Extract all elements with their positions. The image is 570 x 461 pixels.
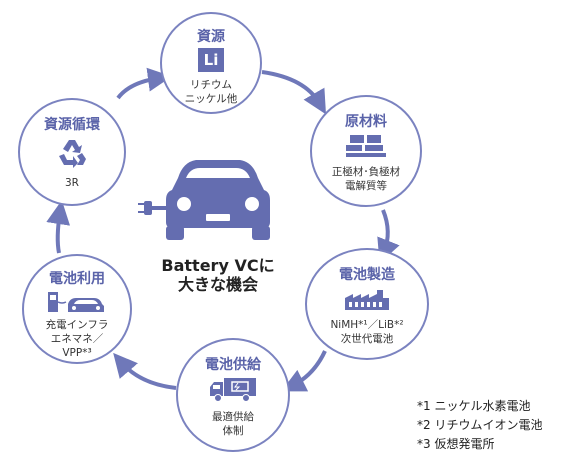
arrow-materials-to-manufacturing [377, 209, 400, 264]
plug-icon [138, 201, 166, 215]
node-desc-line2: 体制 [222, 425, 244, 437]
node-resource: 資源 Li リチウム ニッケル他 [160, 12, 262, 114]
node-desc-line1: 充電インフラ [45, 319, 109, 331]
node-title: 電池製造 [339, 267, 395, 283]
truck-icon [210, 378, 256, 402]
node-desc-line1: NiMH*¹／LiB*² [330, 319, 404, 331]
center-caption: Battery VCに 大きな機会 [148, 256, 288, 294]
arrow-resource-to-materials [261, 70, 327, 115]
node-title: 電池供給 [205, 357, 261, 373]
node-desc-line3: VPP*³ [62, 347, 92, 359]
node-desc-line1: 正極材･負極材 [331, 166, 401, 178]
node-desc-line2: ニッケル他 [184, 93, 238, 105]
footnote-1: *1 ニッケル水素電池 [417, 399, 531, 413]
node-title: 資源循環 [44, 117, 100, 133]
footnote-2: *2 リチウムイオン電池 [417, 418, 543, 432]
node-title: 電池利用 [49, 271, 105, 287]
node-desc-line1: 3R [65, 177, 79, 189]
charging-car-icon [48, 292, 104, 312]
node-recycling: 資源循環 3R [18, 98, 126, 206]
node-manufacturing: 電池製造 NiMH*¹／LiB*² 次世代電池 [305, 248, 429, 360]
node-desc-line1: 最適供給 [212, 411, 254, 423]
arrow-supply-to-usage [113, 352, 177, 390]
arrow-recycling-to-resource [116, 67, 172, 100]
recycle-icon [59, 140, 86, 168]
factory-icon [345, 290, 389, 310]
node-desc-line2: 電解質等 [345, 180, 387, 192]
node-title: 資源 [197, 29, 225, 45]
center-line2: 大きな機会 [177, 275, 258, 294]
pallet-icon [346, 135, 386, 157]
center-line1: Battery VCに [161, 256, 275, 275]
node-desc-line1: リチウム [190, 79, 232, 91]
node-usage: 電池利用 充電インフラ エネマネ／ VPP*³ [22, 254, 132, 364]
arrow-usage-to-recycling [46, 200, 71, 254]
car-icon [166, 160, 270, 240]
node-supply: 電池供給 最適供給 体制 [176, 338, 290, 452]
footnotes: *1 ニッケル水素電池 *2 リチウムイオン電池 *3 仮想発電所 [417, 397, 542, 454]
node-desc-line2: エネマネ／ [50, 333, 104, 345]
node-title: 原材料 [345, 114, 387, 130]
arrow-manufacturing-to-supply [281, 350, 327, 392]
lithium-icon-label: Li [203, 51, 219, 69]
node-materials: 原材料 正極材･負極材 電解質等 [310, 95, 422, 207]
footnote-3: *3 仮想発電所 [417, 437, 495, 451]
lithium-icon: Li [198, 48, 224, 72]
node-desc-line2: 次世代電池 [340, 333, 394, 345]
